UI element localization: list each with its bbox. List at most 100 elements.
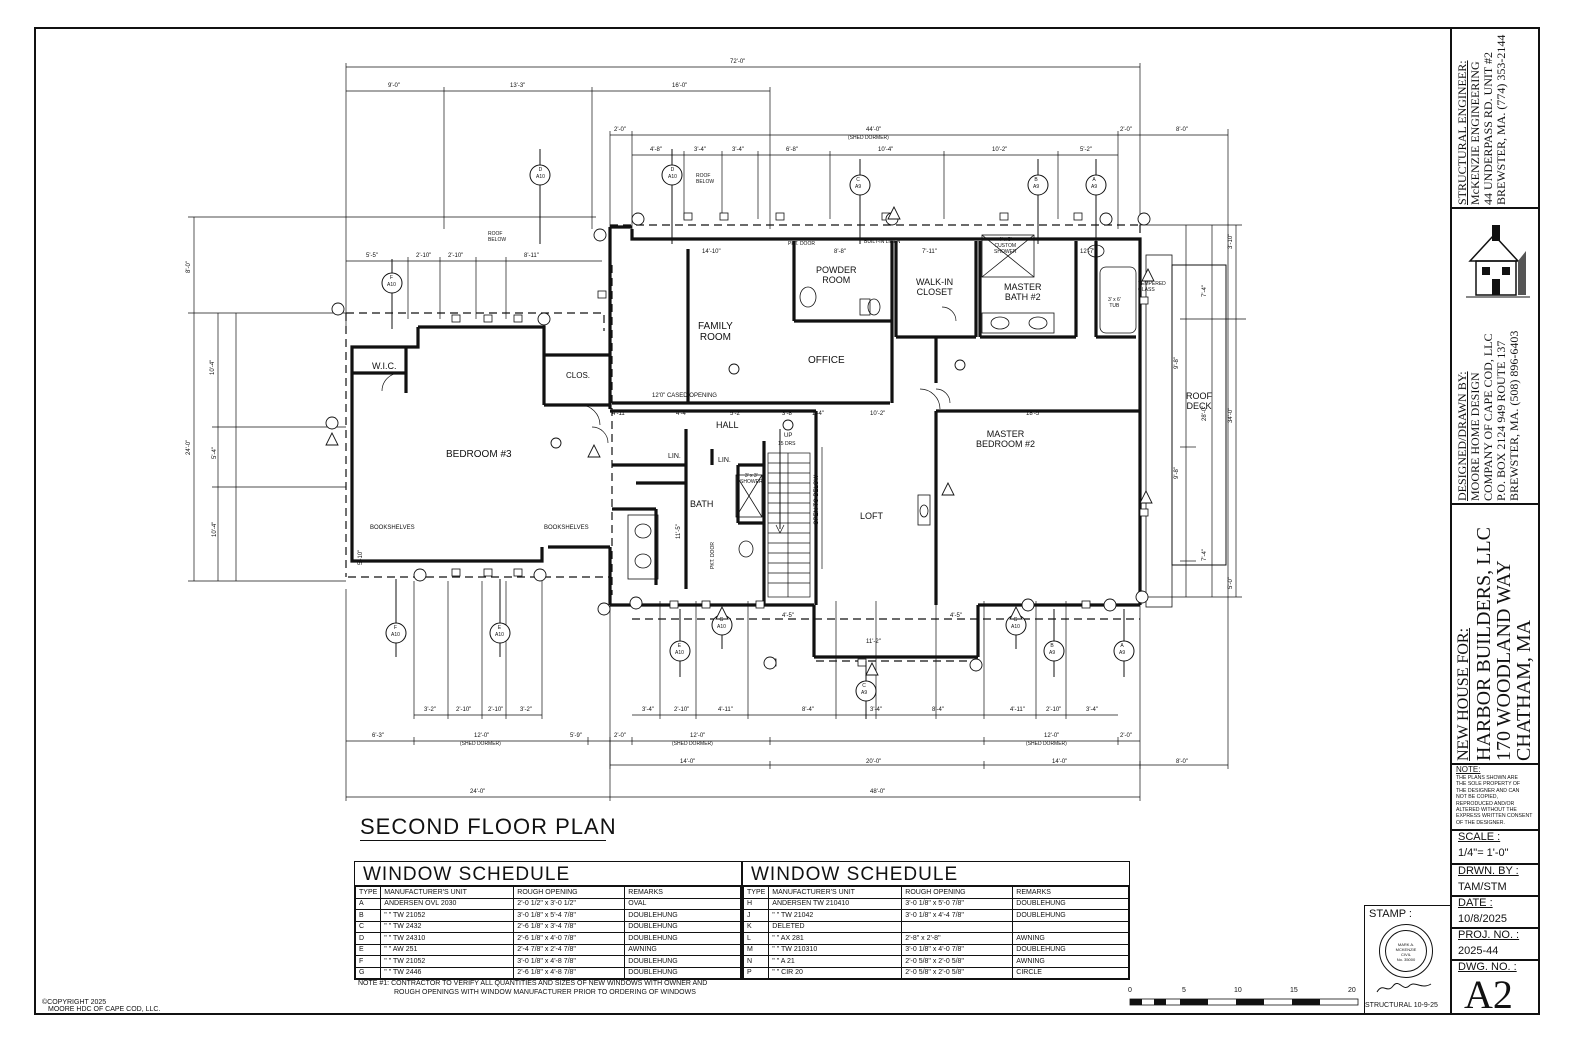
dim-dormer-seg-3: 3'-4" bbox=[732, 147, 744, 153]
dim-bot-win-m-1: 3'-4" bbox=[642, 707, 654, 713]
dim-shed-dormer-top-label: (SHED DORMER) bbox=[848, 135, 889, 141]
schedule-cell: L bbox=[742, 932, 770, 945]
dim-bottom-2: 20'-0" bbox=[866, 759, 882, 765]
dim-dormer-bot-3: 5'-9" bbox=[570, 733, 582, 739]
schedule-cell: DOUBLEHUNG bbox=[624, 909, 741, 922]
schedule-cell: AWNING bbox=[1012, 932, 1129, 945]
stamp-caption: STRUCTURAL 10-9-25 bbox=[1365, 1002, 1438, 1009]
room-loft: LOFT bbox=[860, 511, 884, 521]
drawing-number-value: A2 bbox=[1464, 972, 1513, 1017]
dim-dormer-seg-6: 10'-2" bbox=[992, 147, 1008, 153]
schedule-cell: F bbox=[354, 955, 382, 968]
schedule-cell: CIRCLE bbox=[1012, 966, 1129, 979]
schedule-note: NOTE #1: CONTRACTOR TO VERIFY ALL QUANTI… bbox=[358, 980, 708, 996]
dim-misc-2: 4'-4" bbox=[676, 411, 688, 417]
stamp-label: STAMP : bbox=[1369, 908, 1412, 920]
dim-int-4: 12'-7" bbox=[1080, 249, 1096, 255]
dim-dormer-bot-7: 2'-0" bbox=[1120, 733, 1132, 739]
dim-right-1: 3'-10" bbox=[1228, 233, 1234, 249]
bookshelves-left: BOOKSHELVES bbox=[370, 525, 415, 531]
schedule-cell bbox=[901, 920, 1014, 933]
scale-bar bbox=[1129, 998, 1359, 1006]
dim-right-8: 34'-0" bbox=[1228, 407, 1234, 423]
schedule-cell: 2'-6 1/8" x 3'-4 7/8" bbox=[513, 920, 626, 933]
copyright: ©COPYRIGHT 2025 MOORE HDC OF CAPE COD, L… bbox=[42, 999, 161, 1013]
dim-overall-bottom-2: 48'-0" bbox=[870, 789, 886, 795]
sched-header-type: TYPE bbox=[354, 886, 382, 899]
dim-bot-win-r-2: 2'-10" bbox=[1046, 707, 1062, 713]
scale-label: SCALE : bbox=[1458, 831, 1501, 843]
dim-bot-win-l-4: 3'-2" bbox=[520, 707, 532, 713]
dim-right-7: 5'-0" bbox=[1228, 577, 1234, 589]
sched-header-unit: MANUFACTURER'S UNIT bbox=[380, 886, 515, 899]
schedule-cell: 3'-0 1/8" x 4'-4 7/8" bbox=[901, 909, 1014, 922]
dim-bot-win-m-6: 8'-4" bbox=[932, 707, 944, 713]
schedule-cell: DOUBLEHUNG bbox=[624, 955, 741, 968]
project-number-value: 2025-44 bbox=[1458, 945, 1499, 957]
dim-misc-7: 18'-5" bbox=[1026, 411, 1042, 417]
schedule-cell: " " TW 21052 bbox=[380, 955, 515, 968]
dim-dormer-off-2: 2'-0" bbox=[1120, 127, 1132, 133]
pocket-door-2: PKT. DOOR bbox=[710, 542, 716, 569]
schedule-cell: H bbox=[742, 897, 770, 910]
dim-right-5: 9'-8" bbox=[1174, 467, 1180, 479]
dim-dormer-bot-5: 12'-0" bbox=[690, 733, 706, 739]
sched-header-remarks: REMARKS bbox=[624, 886, 741, 899]
dim-right-2: 7'-4" bbox=[1202, 285, 1208, 297]
schedule-cell: DOUBLEHUNG bbox=[624, 932, 741, 945]
stair bbox=[767, 429, 823, 598]
schedule-cell: DOUBLEHUNG bbox=[1012, 897, 1129, 910]
sched-header-rough: ROUGH OPENING bbox=[901, 886, 1014, 899]
dim-misc-11: 11'-5" bbox=[676, 524, 682, 539]
dim-bottom-3: 14'-0" bbox=[1052, 759, 1068, 765]
schedule-cell: A bbox=[354, 897, 382, 910]
schedule-cell: DOUBLEHUNG bbox=[1012, 943, 1129, 956]
dim-bot-win-m-4: 8'-4" bbox=[802, 707, 814, 713]
dim-left-6: 5'-10" bbox=[358, 549, 364, 565]
sched-header-unit: MANUFACTURER'S UNIT bbox=[768, 886, 903, 899]
scale-value: 1/4"= 1'-0" bbox=[1458, 847, 1509, 859]
schedule-cell: 2'-0 5/8" x 2'-0 5/8" bbox=[901, 966, 1014, 979]
room-bath: BATH bbox=[690, 499, 714, 509]
schedule-cell: " " CIR 20 bbox=[768, 966, 903, 979]
dim-int-3: 7'-11" bbox=[922, 249, 937, 255]
dim-left-1: 8'-0" bbox=[186, 261, 192, 273]
engineer-info: STRUCTURAL ENGINEER: McKENZIE ENGINEERIN… bbox=[1455, 34, 1508, 205]
scale-0: 0 bbox=[1128, 987, 1132, 994]
dim-bot-win-m-5: 3'-4" bbox=[870, 707, 882, 713]
schedule-cell: E bbox=[354, 943, 382, 956]
built-in-linen: BUILT-IN LINEN bbox=[864, 239, 901, 245]
room-office: OFFICE bbox=[808, 355, 845, 366]
schedule-cell: " " AX 281 bbox=[768, 932, 903, 945]
window-tags bbox=[451, 212, 1149, 667]
schedule-cell: M bbox=[742, 943, 770, 956]
dim-shed-dormer-top: 44'-0" bbox=[866, 127, 882, 133]
plan-title-underline bbox=[360, 840, 606, 841]
schedule-cell: P bbox=[742, 966, 770, 979]
schedule-cell: D bbox=[354, 932, 382, 945]
dim-bot-win-l-2: 2'-10" bbox=[456, 707, 472, 713]
